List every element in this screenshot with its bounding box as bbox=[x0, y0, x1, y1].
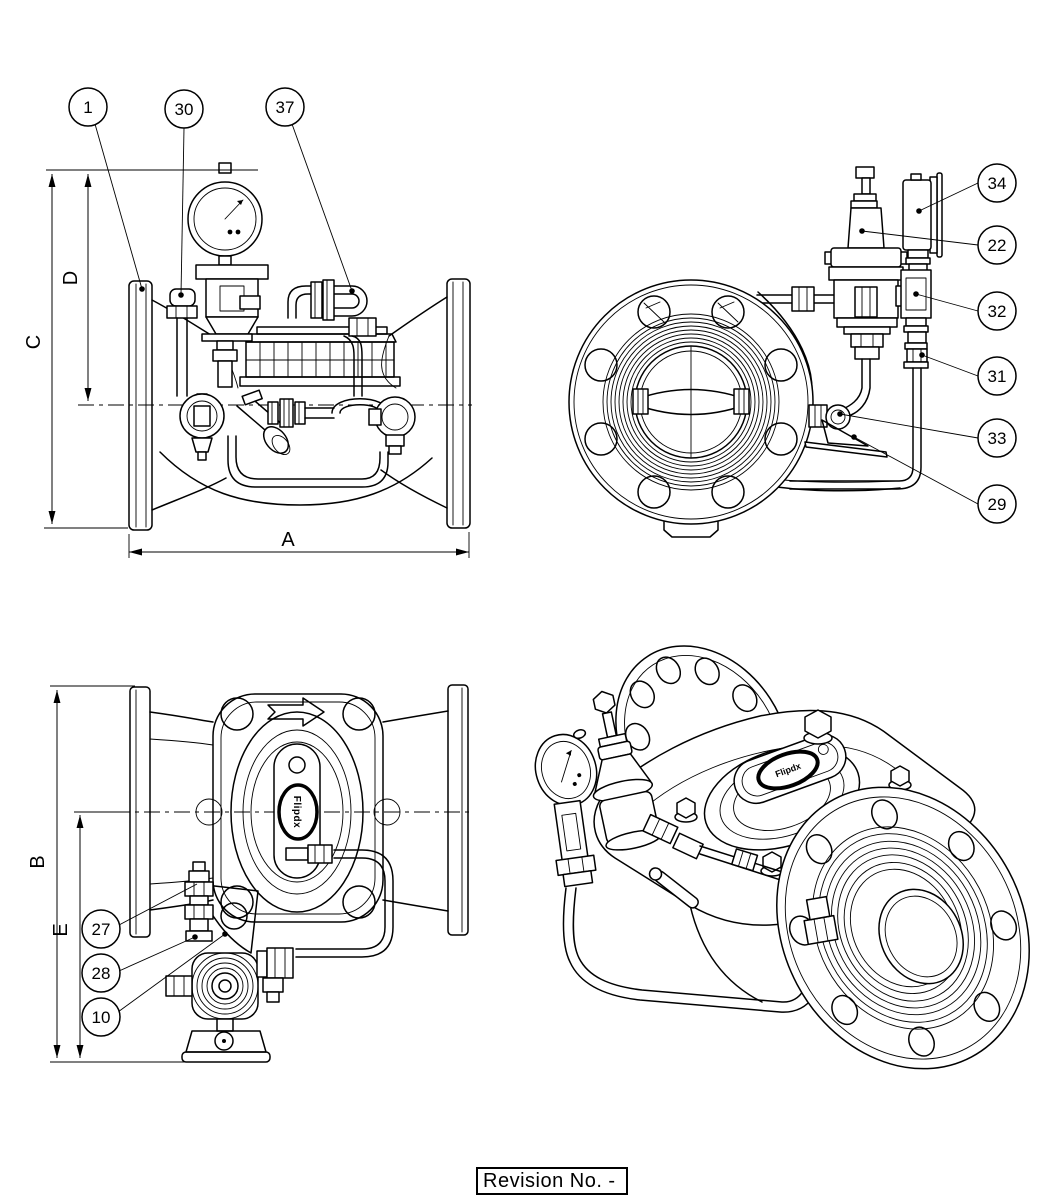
plan-pilot bbox=[165, 947, 294, 1032]
pilot-regulator bbox=[824, 166, 908, 416]
balloon-28: 28 bbox=[81, 953, 121, 993]
revision-label: Revision No. - bbox=[483, 1170, 616, 1192]
pilot-ball-valve bbox=[808, 404, 851, 430]
strainer bbox=[236, 389, 291, 456]
front-callout-leaders bbox=[837, 182, 979, 505]
balloon-31-label: 31 bbox=[988, 367, 1007, 386]
plan-tube-loop bbox=[285, 844, 394, 958]
brand-logo-text: Flipdx bbox=[291, 796, 302, 828]
balloon-34: 34 bbox=[977, 163, 1017, 203]
plan-body bbox=[195, 693, 401, 923]
balloon-34-label: 34 bbox=[988, 174, 1007, 193]
iso-riser-fitting bbox=[803, 895, 839, 946]
iso-front-flange bbox=[776, 786, 1030, 1070]
iso-pilot bbox=[592, 690, 662, 851]
balloon-27: 27 bbox=[81, 909, 121, 949]
isometric-view: Flipdx bbox=[534, 645, 1030, 1070]
dimension-A: A bbox=[128, 529, 470, 558]
left-ball-valve bbox=[179, 393, 225, 461]
disc-edge bbox=[632, 346, 750, 458]
plan-base-plate bbox=[181, 1030, 271, 1063]
iso-brand-logo: Flipdx bbox=[756, 749, 820, 791]
balloon-22: 22 bbox=[977, 225, 1017, 265]
elbow-fitting bbox=[166, 288, 198, 397]
right-flange bbox=[446, 278, 471, 529]
mounting-bracket bbox=[804, 419, 888, 458]
iso-needle-valve-handle bbox=[648, 867, 699, 909]
balloon-33-label: 33 bbox=[988, 429, 1007, 448]
dimension-B: B bbox=[27, 685, 185, 1063]
dim-label-B: B bbox=[27, 855, 49, 868]
dim-label-C: C bbox=[23, 335, 45, 349]
balloon-30: 30 bbox=[164, 89, 204, 129]
side-view: C D A 1 30 37 bbox=[23, 87, 472, 558]
upper-tube bbox=[756, 286, 835, 312]
balloon-1-label: 1 bbox=[83, 98, 92, 117]
iso-fitting-cluster bbox=[642, 813, 796, 909]
balloon-32: 32 bbox=[977, 291, 1017, 331]
flange-foot bbox=[663, 521, 719, 538]
balloon-22-label: 22 bbox=[988, 236, 1007, 255]
flow-arrow-icon bbox=[267, 697, 325, 727]
balloon-29-label: 29 bbox=[988, 495, 1007, 514]
dimension-E: E bbox=[50, 811, 130, 1058]
balloon-31: 31 bbox=[977, 356, 1017, 396]
revision-box: Revision No. - bbox=[476, 1167, 628, 1195]
balloon-37: 37 bbox=[265, 87, 305, 127]
balloon-32-label: 32 bbox=[988, 302, 1007, 321]
balloon-10-label: 10 bbox=[92, 1008, 111, 1027]
balloon-33: 33 bbox=[977, 418, 1017, 458]
front-view: 34 22 32 31 33 29 bbox=[568, 163, 1017, 538]
balloon-30-label: 30 bbox=[175, 100, 194, 119]
balloon-27-label: 27 bbox=[92, 920, 111, 939]
brand-logo: Flipdx bbox=[277, 783, 319, 841]
balloon-28-label: 28 bbox=[92, 964, 111, 983]
loop-tube bbox=[287, 279, 377, 397]
tee-block bbox=[789, 269, 932, 490]
right-ball-valve bbox=[368, 396, 416, 455]
union-fittings bbox=[267, 398, 389, 428]
balloon-1: 1 bbox=[68, 87, 108, 127]
dim-label-A: A bbox=[281, 529, 295, 551]
plan-callout-leaders bbox=[117, 883, 228, 1013]
bottom-tube-loop bbox=[227, 435, 389, 488]
plan-fitting-column bbox=[184, 861, 214, 942]
iso-gauge bbox=[534, 729, 598, 888]
pressure-gauge bbox=[187, 162, 269, 388]
callout-leaders bbox=[94, 123, 355, 298]
inlet-flange-face bbox=[568, 279, 814, 538]
left-flange bbox=[128, 280, 153, 531]
balloon-10: 10 bbox=[81, 997, 121, 1037]
gauge-needle bbox=[237, 200, 243, 205]
plan-right-flange bbox=[447, 684, 469, 936]
dim-label-D: D bbox=[60, 271, 82, 285]
gauge-edge bbox=[902, 172, 943, 273]
dim-label-E: E bbox=[50, 923, 72, 936]
top-view: Flipdx bbox=[27, 684, 472, 1063]
iso-body-lower-edge bbox=[689, 904, 763, 1003]
balloon-37-label: 37 bbox=[276, 98, 295, 117]
balloon-29: 29 bbox=[977, 484, 1017, 524]
dimension-C: C bbox=[23, 169, 258, 529]
dimension-D: D bbox=[60, 174, 92, 401]
bolt-holes bbox=[584, 295, 798, 509]
